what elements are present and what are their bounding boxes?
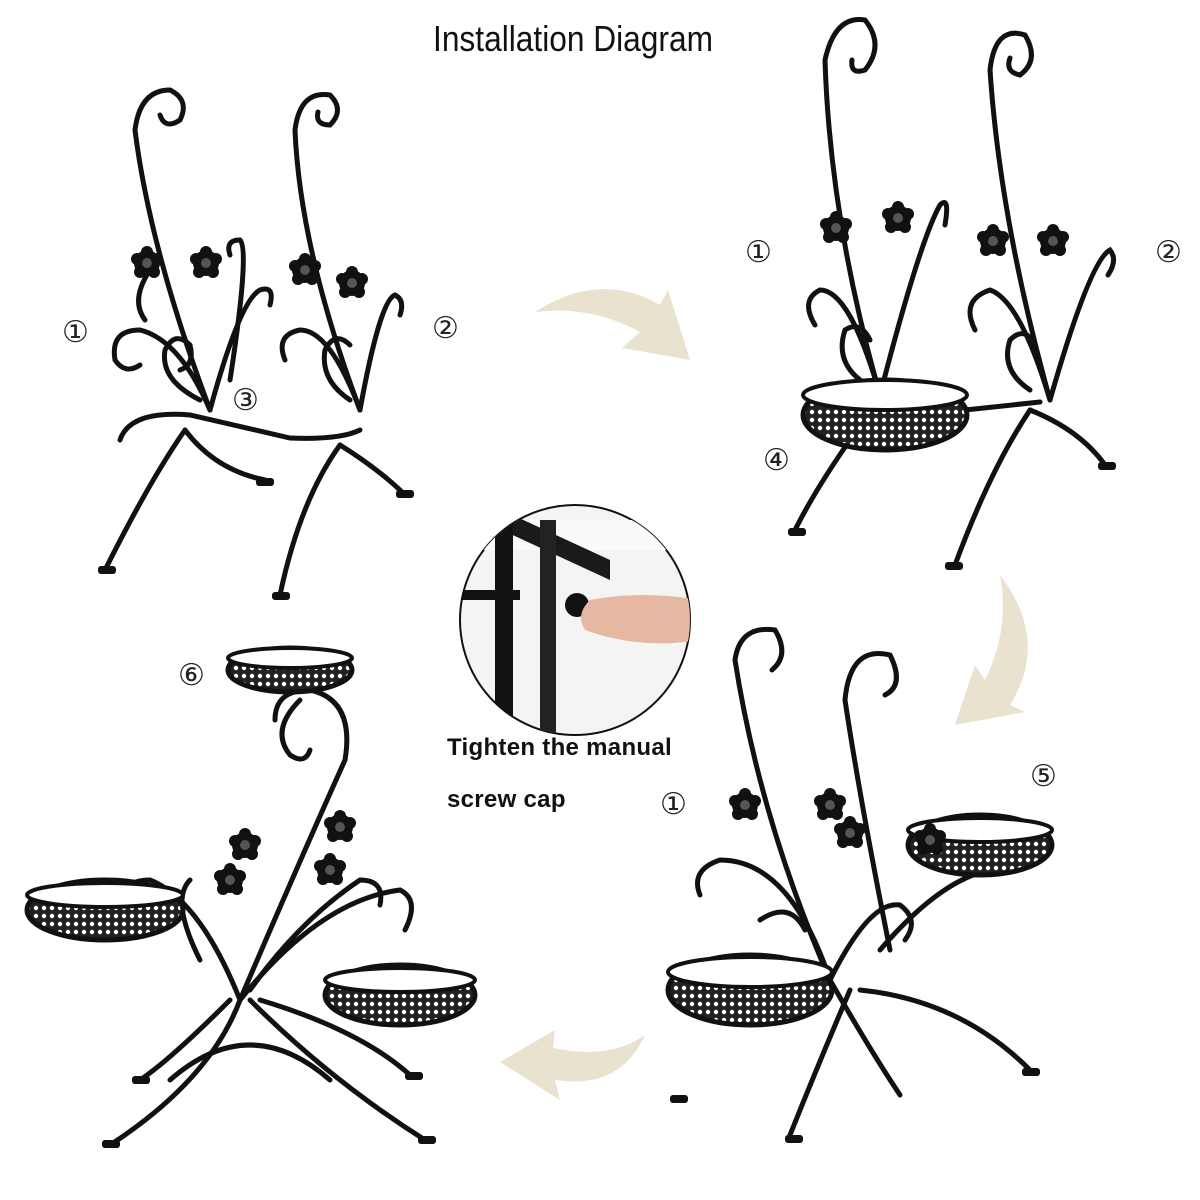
step2-label-1: ① bbox=[745, 235, 772, 270]
step3-trays bbox=[665, 812, 1055, 1028]
step4-feet bbox=[102, 1072, 436, 1148]
step2-label-4: ④ bbox=[763, 443, 790, 478]
step1-label-2: ② bbox=[432, 311, 459, 346]
arrow-step1-to-step2 bbox=[535, 289, 690, 360]
step2-frames bbox=[792, 17, 1116, 568]
step3-feet bbox=[670, 1068, 1040, 1143]
step3-frame bbox=[695, 626, 1033, 1138]
detail-caption-line1: Tighten the manual bbox=[447, 734, 672, 761]
step1-label-3: ③ bbox=[232, 383, 259, 418]
step4-label-6: ⑥ bbox=[178, 658, 205, 693]
step1-frames bbox=[102, 87, 408, 598]
step2-feet bbox=[788, 462, 1116, 570]
step2-tray bbox=[800, 377, 970, 453]
step1-feet bbox=[98, 478, 414, 600]
diagram-title: Installation Diagram bbox=[433, 18, 713, 59]
step4-flowers bbox=[214, 810, 356, 895]
arrow-step3-to-step4 bbox=[500, 1030, 645, 1100]
arrows bbox=[500, 289, 1028, 1100]
step2-label-2: ② bbox=[1155, 235, 1182, 270]
screw-cap-detail-photo bbox=[459, 504, 691, 736]
step4-trays bbox=[24, 645, 478, 1028]
arrow-step2-to-step3 bbox=[955, 575, 1028, 725]
step1-label-1: ① bbox=[62, 315, 89, 350]
step3-label-1: ① bbox=[660, 787, 687, 822]
step3-label-5: ⑤ bbox=[1030, 759, 1057, 794]
detail-caption-line2: screw cap bbox=[447, 786, 566, 813]
